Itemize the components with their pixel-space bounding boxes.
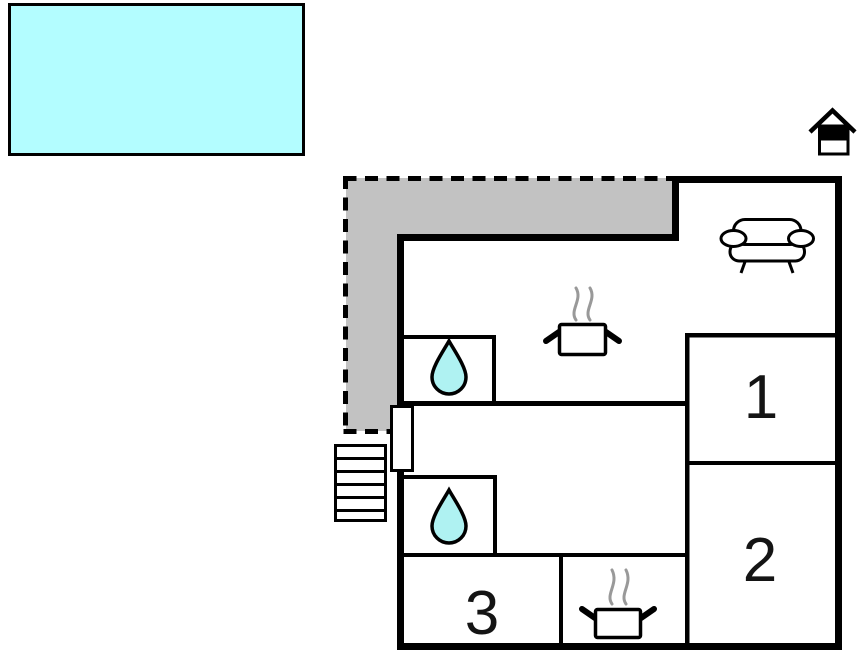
wall-hall-bottom <box>401 553 689 557</box>
house-icon <box>808 107 857 156</box>
wall-outer-left-lower <box>397 471 404 650</box>
steam-icon <box>608 568 630 606</box>
pot-body <box>593 607 643 640</box>
house-roof-band <box>818 124 850 141</box>
steam-line <box>622 568 630 606</box>
room3-label: 3 <box>465 579 499 648</box>
house-roof <box>808 107 857 134</box>
wall-bath1-top <box>401 335 496 339</box>
wall-bath1-right <box>492 335 496 406</box>
wall-outer-right <box>835 176 842 650</box>
steam-line <box>586 286 594 322</box>
wall-rooms-left <box>685 333 690 643</box>
steam-icon <box>572 286 594 322</box>
sofa-armrest <box>787 229 815 248</box>
pot-handle-left <box>579 606 598 621</box>
pot-handle-right <box>638 606 657 621</box>
wall-outer-top <box>672 176 842 183</box>
wall-room1-top <box>687 333 835 338</box>
wall-bath2-top <box>401 475 497 479</box>
walls <box>397 176 842 650</box>
water-drop-icon <box>430 337 468 396</box>
wall-room3-divider <box>559 557 563 643</box>
pot-handle-right <box>603 329 622 344</box>
pot-handle-left <box>543 329 562 344</box>
stairs-icon <box>334 444 387 522</box>
wall-outer-left-upper <box>397 234 404 406</box>
door-icon <box>390 405 414 472</box>
steam-line <box>572 286 580 322</box>
room2-label: 2 <box>743 526 777 595</box>
pot-body <box>557 322 608 357</box>
cooking-pot-icon <box>579 568 657 640</box>
water-drop-icon <box>430 486 468 545</box>
sofa-armrest <box>719 229 748 248</box>
wall-room1-room2-divider <box>689 461 835 465</box>
wall-bath2-right <box>493 475 497 557</box>
cooking-pot-icon <box>543 286 622 357</box>
wall-terrace-connector <box>672 176 679 241</box>
swimming-pool <box>8 3 305 156</box>
terrace-surface <box>346 178 675 431</box>
steam-line <box>608 568 616 606</box>
wall-hall-top <box>401 401 689 406</box>
wall-outer-bottom <box>397 643 842 650</box>
room1-label: 1 <box>744 363 778 432</box>
wall-interior-top <box>397 234 679 241</box>
sofa-icon <box>719 218 815 274</box>
